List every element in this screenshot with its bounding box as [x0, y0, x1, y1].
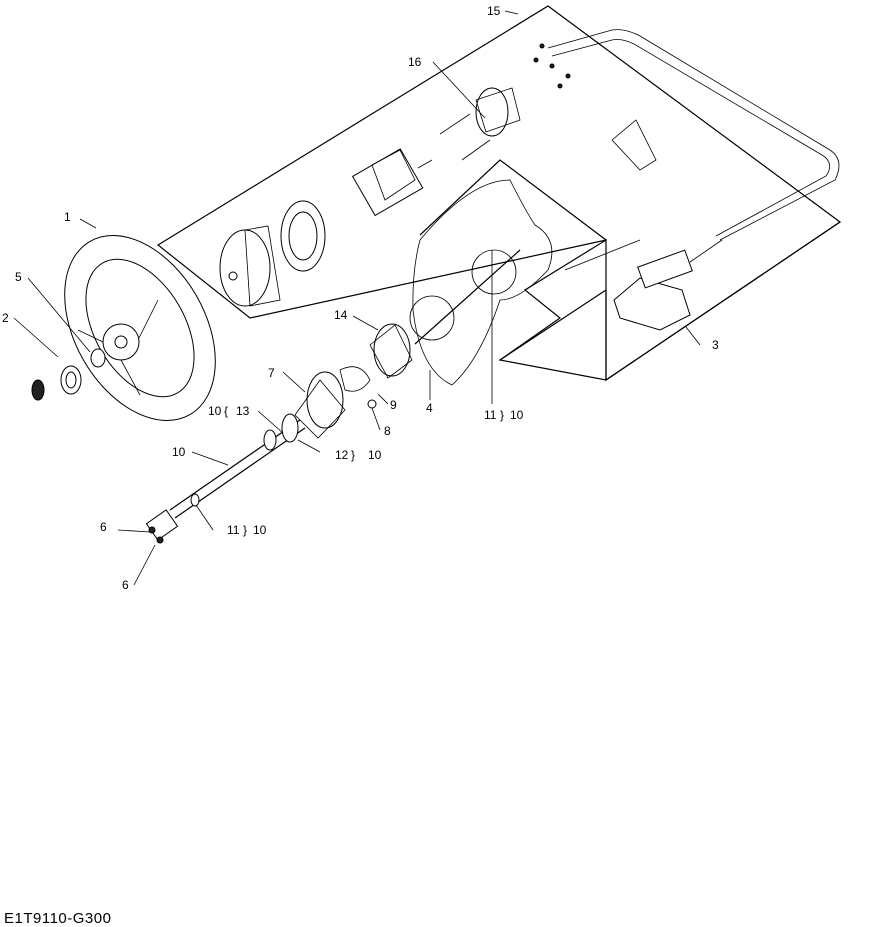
callout-3: 3: [712, 338, 719, 352]
callout-9: 9: [390, 398, 397, 412]
callout-12: 12: [335, 448, 349, 462]
callout-15: 15: [487, 4, 501, 18]
callout-6a: 6: [100, 520, 107, 534]
tilt-column: [294, 323, 413, 439]
steering-cable-outer: [551, 39, 831, 237]
figure-code: E1T9110-G300: [4, 910, 112, 927]
callout-10: 10: [172, 445, 186, 459]
upper-assembly-boundary: [156, 5, 842, 382]
lower-assembly-edge: [419, 159, 608, 361]
bracket-hardware: [533, 43, 571, 89]
callout-7: 7: [268, 366, 275, 380]
universal-joint: [145, 509, 179, 544]
callout-16: 16: [408, 55, 422, 69]
callout-8: 8: [384, 424, 391, 438]
callout-11b: 11: [227, 523, 240, 537]
callout-11b-ref: 10: [253, 523, 267, 537]
callout-12-ref: 10: [368, 448, 382, 462]
callout-11a-brace: }: [500, 408, 504, 422]
callout-11a-ref: 10: [510, 408, 524, 422]
steering-cable: [547, 29, 840, 241]
callout-4: 4: [426, 401, 433, 415]
callout-10-13-a: 10: [208, 404, 222, 418]
steering-helm: [351, 87, 521, 217]
hub-bellows: [219, 200, 326, 307]
steering-shaft: [169, 413, 306, 519]
callout-11b-brace: }: [243, 523, 247, 537]
leader-lines: [13, 10, 701, 586]
callout-11a: 11: [484, 408, 497, 422]
lower-assembly-boundary: [498, 221, 841, 382]
callout-12-brace: }: [351, 448, 355, 462]
callout-2: 2: [2, 311, 9, 325]
mounting-plate: [409, 179, 553, 386]
steering-ram: [564, 119, 723, 331]
callout-6b: 6: [122, 578, 129, 592]
callout-14: 14: [334, 308, 348, 322]
callout-1: 1: [64, 210, 71, 224]
callout-10-13-brace: {: [224, 404, 228, 418]
steering-wheel: [64, 235, 216, 421]
callout-10-13-b: 13: [236, 404, 250, 418]
callout-5: 5: [15, 270, 22, 284]
wheel-nut-stack: [31, 348, 106, 401]
